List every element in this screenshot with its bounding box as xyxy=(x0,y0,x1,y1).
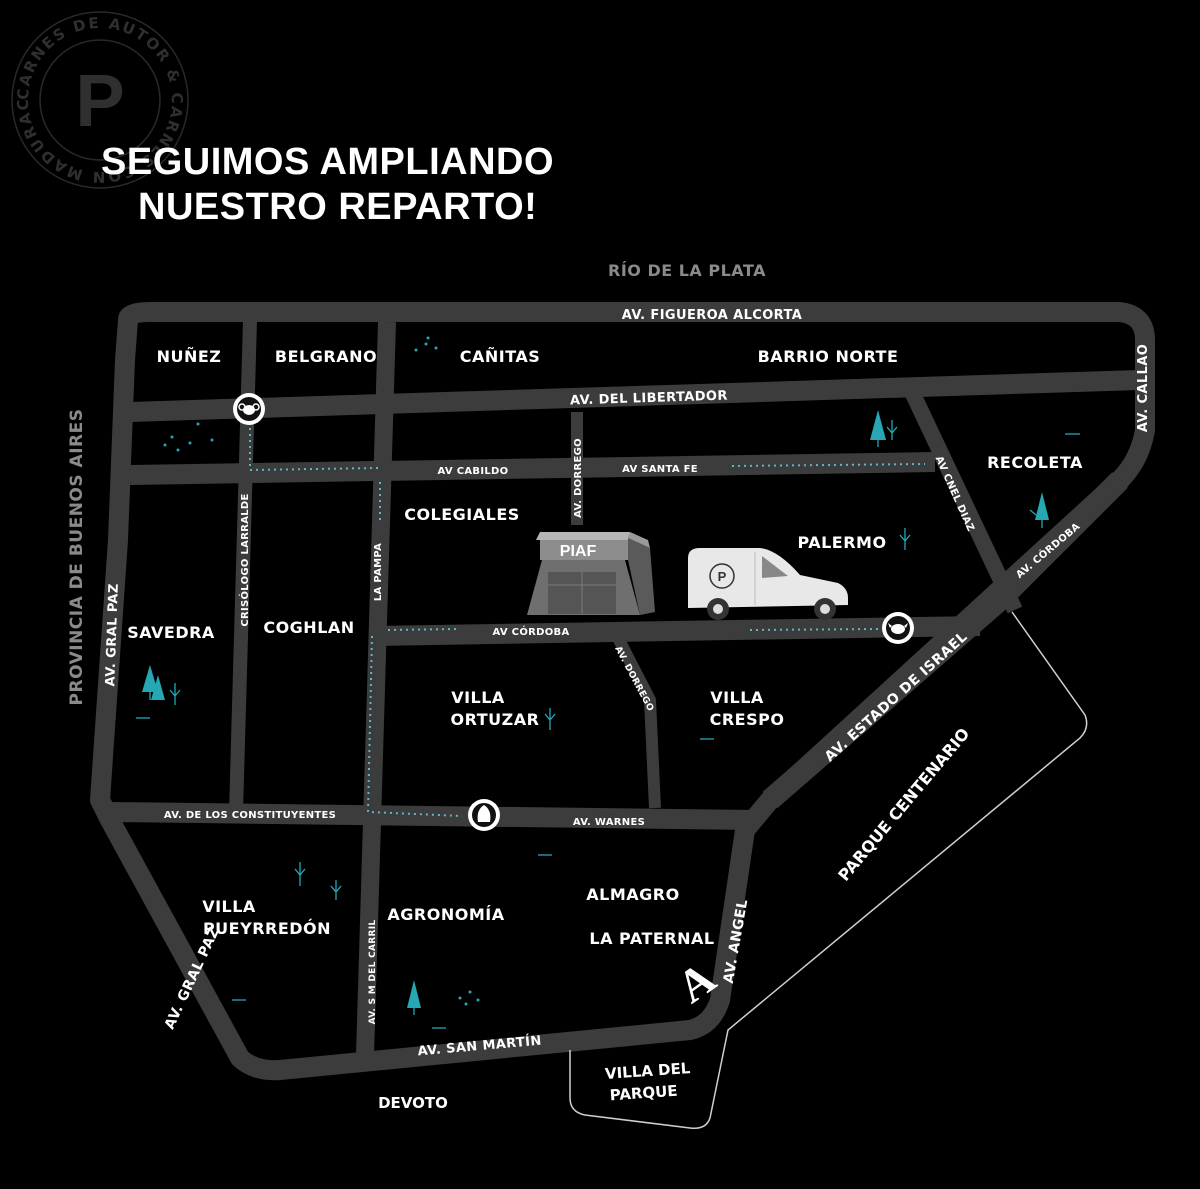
hood-recoleta: RECOLETA xyxy=(987,453,1083,472)
heading-line-2: NUESTRO REPARTO! xyxy=(138,186,538,228)
street-del-carril: AV. S M DEL CARRIL xyxy=(368,920,378,1025)
street-dorrego-bottom: AV. DORREGO xyxy=(612,645,655,713)
road-cabildo xyxy=(129,452,936,485)
street-cabildo: AV CABILDO xyxy=(438,466,509,477)
hood-villa-ortuzar-2: ORTUZAR xyxy=(451,710,540,729)
hood-villa-pueyrredon-1: VILLA xyxy=(202,897,256,916)
street-warnes: AV. WARNES xyxy=(573,817,645,828)
hood-agronomia: AGRONOMÍA xyxy=(387,905,504,924)
road-cordoba xyxy=(369,616,981,646)
street-santa-fe: AV SANTA FE xyxy=(622,464,698,475)
road-outer-boundary xyxy=(90,302,1155,1081)
hood-savedra: SAVEDRA xyxy=(127,623,215,642)
label-devoto: DEVOTO xyxy=(378,1094,448,1112)
label-villa-del-parque-2: PARQUE xyxy=(609,1082,678,1105)
label-villa-del-parque-1: VILLA DEL xyxy=(604,1059,691,1083)
tree-icon xyxy=(136,336,1080,1029)
road-constituyentes xyxy=(111,802,756,830)
road-dorrego-bottom xyxy=(609,629,661,809)
street-figueroa-alcorta: AV. FIGUEROA ALCORTA xyxy=(622,308,802,323)
street-constituyentes: AV. DE LOS CONSTITUYENTES xyxy=(164,810,336,821)
heading-line-1: SEGUIMOS AMPLIANDO xyxy=(101,141,555,183)
road-libertador xyxy=(129,370,1141,422)
hood-colegiales: COLEGIALES xyxy=(404,505,520,524)
ram-icon xyxy=(233,393,265,425)
delivery-van-icon: P xyxy=(688,548,848,620)
delivery-routes xyxy=(249,428,926,817)
street-la-pampa: LA PAMPA xyxy=(373,543,384,601)
chicken-icon xyxy=(468,799,500,831)
street-gral-paz-left: AV. GRAL PAZ xyxy=(103,583,122,687)
street-callao: AV. CALLAO xyxy=(1136,344,1151,432)
villa-del-parque-outline xyxy=(569,611,1088,1130)
hood-la-paternal: LA PATERNAL xyxy=(589,929,714,948)
hood-palermo: PALERMO xyxy=(797,533,886,552)
hood-coghlan: COGHLAN xyxy=(263,618,354,637)
street-cordoba: AV CÓRDOBA xyxy=(493,625,570,638)
street-libertador: AV. DEL LIBERTADOR xyxy=(570,389,728,409)
hood-villa-pueyrredon-2: PUEYRREDÓN xyxy=(203,919,331,938)
road-estado-israel xyxy=(762,472,1128,809)
road-cnel-diaz xyxy=(904,388,1023,614)
label-parque-centenario: PARQUE CENTENARIO xyxy=(834,724,973,885)
road-network xyxy=(90,302,1155,1081)
hood-villa-ortuzar-1: VILLA xyxy=(451,688,505,707)
cow-icon xyxy=(882,612,914,644)
hood-almagro: ALMAGRO xyxy=(586,885,679,904)
street-crisologo-larralde: CRISÓLOGO LARRALDE xyxy=(238,493,251,626)
hood-nunez: NUÑEZ xyxy=(157,347,222,366)
neighborhood-labels: NUÑEZ BELGRANO CAÑITAS BARRIO NORTE RECO… xyxy=(127,347,1083,948)
hood-barrio-norte: BARRIO NORTE xyxy=(758,347,899,366)
street-cordoba-diag: AV. CÓRDOBA xyxy=(1013,520,1082,581)
road-la-pampa xyxy=(356,321,396,1056)
label-rio-de-la-plata: RÍO DE LA PLATA xyxy=(608,261,766,280)
hood-villa-crespo-1: VILLA xyxy=(710,688,764,707)
hood-villa-crespo-2: CRESPO xyxy=(710,710,785,729)
street-dorrego-top: AV. DORREGO xyxy=(573,438,584,518)
label-provincia-buenos-aires: PROVINCIA DE BUENOS AIRES xyxy=(67,409,87,706)
piaf-label: PIAF xyxy=(560,543,597,560)
seal-letter: P xyxy=(75,59,124,142)
hood-belgrano: BELGRANO xyxy=(275,347,377,366)
piaf-building-icon: PIAF xyxy=(527,532,655,615)
hood-canitas: CAÑITAS xyxy=(460,347,541,366)
van-logo-letter: P xyxy=(718,569,727,584)
